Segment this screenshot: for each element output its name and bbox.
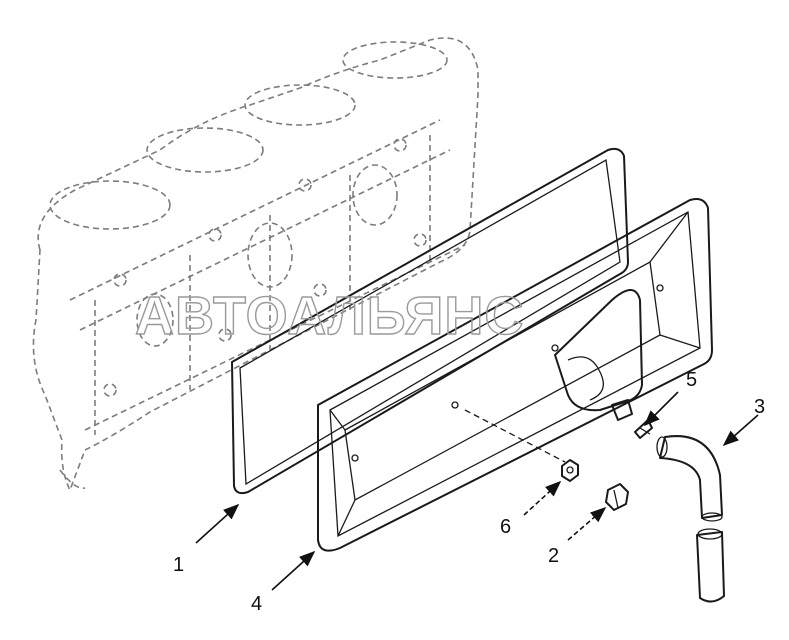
callout-label-5: 5	[686, 369, 697, 391]
leader-arrow-6	[523, 480, 562, 516]
watermark-text: АВТОАЛЬЯНС	[135, 286, 524, 346]
leader-arrow-1	[195, 503, 240, 544]
part-gasket	[231, 147, 629, 495]
leader-arrow-4	[271, 550, 316, 591]
leader-arrow-3	[722, 414, 759, 447]
part-bolt	[605, 483, 629, 511]
callout-label-2: 2	[548, 545, 559, 567]
leader-arrows	[195, 391, 759, 591]
part-hose-clamp	[634, 419, 653, 439]
assembly-centerline	[464, 409, 566, 463]
callout-label-6: 6	[500, 516, 511, 538]
callout-label-1: 1	[173, 554, 184, 576]
leader-arrow-2	[567, 506, 607, 541]
engine-block-ghost	[32, 37, 479, 492]
part-nut	[561, 459, 579, 482]
part-breather-hose	[656, 435, 725, 603]
callout-label-3: 3	[754, 396, 765, 418]
part-side-cover	[317, 198, 713, 552]
callout-label-4: 4	[251, 593, 262, 615]
leader-arrow-5	[643, 391, 679, 427]
